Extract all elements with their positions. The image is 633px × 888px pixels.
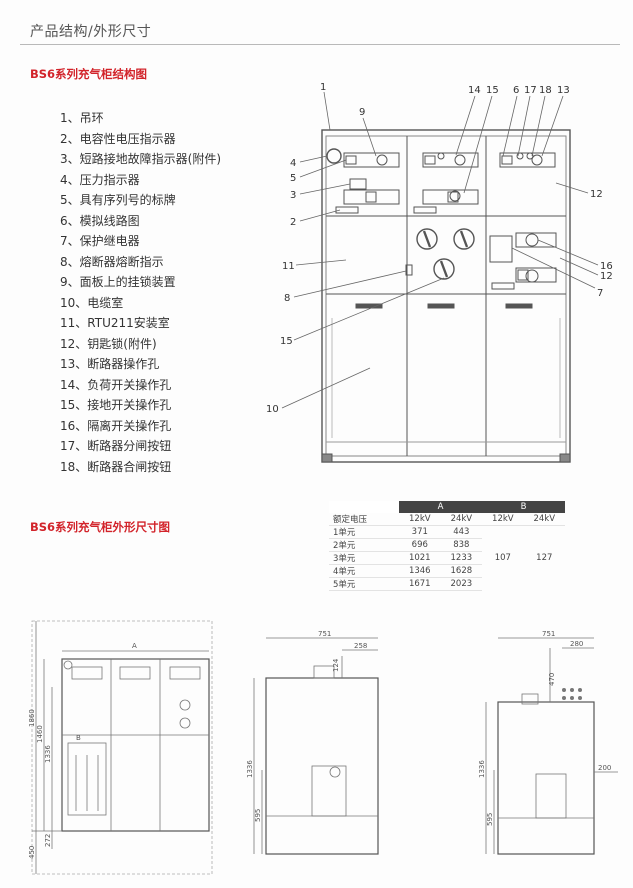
table-row: 1单元 371 443 107 127 <box>329 525 565 563</box>
dimension-label: 1460 <box>36 725 44 743</box>
callout-label: 16 <box>600 261 613 272</box>
dimension-label: 1336 <box>478 760 486 778</box>
legend-item: 9、面板上的挂锁装置 <box>60 275 176 289</box>
table-cell: 3单元 <box>329 551 399 565</box>
legend-item: 3、短路接地故障指示器(附件) <box>60 152 221 166</box>
table-cell: 1233 <box>440 551 483 565</box>
dimension-label: 595 <box>486 813 494 826</box>
callout-label: 8 <box>284 293 290 304</box>
table-group-b: B <box>482 501 565 513</box>
table-cell: 1346 <box>399 564 441 578</box>
table-row: 额定电压 12kV 24kV 12kV 24kV <box>329 513 565 526</box>
legend-item: 6、模拟线路图 <box>60 213 140 228</box>
dimension-label: 124 <box>332 658 340 672</box>
table-cell: 696 <box>399 538 441 552</box>
table-row: 4单元 1346 1628 <box>329 564 565 578</box>
callout-label: 9 <box>359 107 365 118</box>
dimension-label: 470 <box>548 673 556 686</box>
callout-label: 2 <box>290 217 296 228</box>
legend-item: 10、电缆室 <box>60 295 124 310</box>
legend-item: 16、隔离开关操作孔 <box>60 418 172 433</box>
dimension-label: 450 <box>28 846 36 859</box>
table-row: 3单元 1021 1233 <box>329 551 565 565</box>
callout-label: 11 <box>282 261 295 272</box>
table-cell: 1671 <box>399 577 441 591</box>
table-cell: 2023 <box>440 577 483 591</box>
table-cell: 24kV <box>523 513 565 526</box>
table-cell: 12kV <box>399 513 441 526</box>
dimension-label: B <box>76 734 81 742</box>
callout-label: 14 <box>468 85 481 96</box>
table-cell: 1021 <box>399 551 441 565</box>
table-cell: 12kV <box>482 513 524 526</box>
callout-label: 18 <box>539 85 552 96</box>
callout-label: 15 <box>280 336 293 347</box>
dimension-section-title: BS6系列充气柜外形尺寸图 <box>30 520 171 534</box>
callout-label: 3 <box>290 190 296 201</box>
legend-item: 12、钥匙锁(附件) <box>60 336 157 351</box>
dimension-label: 280 <box>570 640 583 648</box>
table-row: 5单元 1671 2023 <box>329 577 565 591</box>
header-divider <box>20 44 620 45</box>
legend-item: 14、负荷开关操作孔 <box>60 377 172 392</box>
component-legend: 1、吊环 2、电容性电压指示器 3、短路接地故障指示器(附件) 4、压力指示器 … <box>60 108 221 477</box>
table-row: 2单元 696 838 <box>329 538 565 552</box>
callout-label: 12 <box>590 189 603 200</box>
dimension-label: A <box>132 642 137 650</box>
legend-item: 4、压力指示器 <box>60 172 140 187</box>
legend-item: 13、断路器操作孔 <box>60 357 160 371</box>
dimension-label: 272 <box>44 834 52 847</box>
table-cell: 443 <box>440 525 483 539</box>
legend-item: 15、接地开关操作孔 <box>60 398 172 412</box>
structure-section-title: BS6系列充气柜结构图 <box>30 67 148 81</box>
table-group-a: A <box>399 501 483 513</box>
callout-label: 1 <box>320 82 326 93</box>
legend-item: 1、吊环 <box>60 111 104 125</box>
dimension-label: 1336 <box>246 760 254 778</box>
callout-label: 5 <box>290 173 296 184</box>
table-cell: 5单元 <box>329 577 399 591</box>
callout-label: 13 <box>557 85 570 96</box>
table-cell: 838 <box>440 538 483 552</box>
legend-item: 8、熔断器熔断指示 <box>60 254 164 269</box>
callout-label: 7 <box>597 288 603 299</box>
dimension-label: 751 <box>542 630 555 638</box>
dimension-label: 258 <box>354 642 367 650</box>
side-dimension-drawing-1: 751 258 124 1336 595 <box>246 630 379 855</box>
dimension-label: 1860 <box>28 709 36 727</box>
table-cell: 1单元 <box>329 525 399 539</box>
table-cell: 107 <box>494 553 511 564</box>
callout-label: 12 <box>600 271 613 282</box>
page-title: 产品结构/外形尺寸 <box>30 24 152 40</box>
callout-label: 17 <box>524 85 537 96</box>
legend-item: 18、断路器合闸按钮 <box>60 459 172 474</box>
table-cell: 2单元 <box>329 538 399 552</box>
front-dimension-drawing: A 1860 1460 1336 450 272 B <box>28 620 213 875</box>
dimension-table: A B 额定电压 12kV 24kV 12kV 24kV 1单元 371 443… <box>329 501 565 591</box>
callout-label: 4 <box>290 158 296 169</box>
dimension-label: 1336 <box>44 745 52 763</box>
callout-label: 10 <box>266 404 279 415</box>
legend-item: 2、电容性电压指示器 <box>60 131 176 146</box>
legend-item: 7、保护继电器 <box>60 234 140 248</box>
table-cell: 371 <box>399 525 441 539</box>
structure-diagram: 1 9 14 15 6 17 18 13 4 5 3 2 11 8 15 10 … <box>266 82 613 463</box>
callout-label: 15 <box>486 85 499 96</box>
callout-label: 6 <box>513 85 519 96</box>
legend-item: 17、断路器分闸按钮 <box>60 439 172 453</box>
table-cell: 24kV <box>440 513 483 526</box>
side-dimension-drawing-2: 751 280 470 200 1336 595 <box>478 630 618 855</box>
table-cell: 1628 <box>440 564 483 578</box>
table-cell: 额定电压 <box>329 513 399 526</box>
legend-item: 5、具有序列号的标牌 <box>60 193 176 207</box>
dimension-label: 751 <box>318 630 331 638</box>
table-cell: 4单元 <box>329 564 399 578</box>
legend-item: 11、RTU211安装室 <box>60 316 170 330</box>
table-cell: 127 <box>536 553 553 564</box>
dimension-label: 595 <box>254 809 262 822</box>
dimension-label: 200 <box>598 764 611 772</box>
